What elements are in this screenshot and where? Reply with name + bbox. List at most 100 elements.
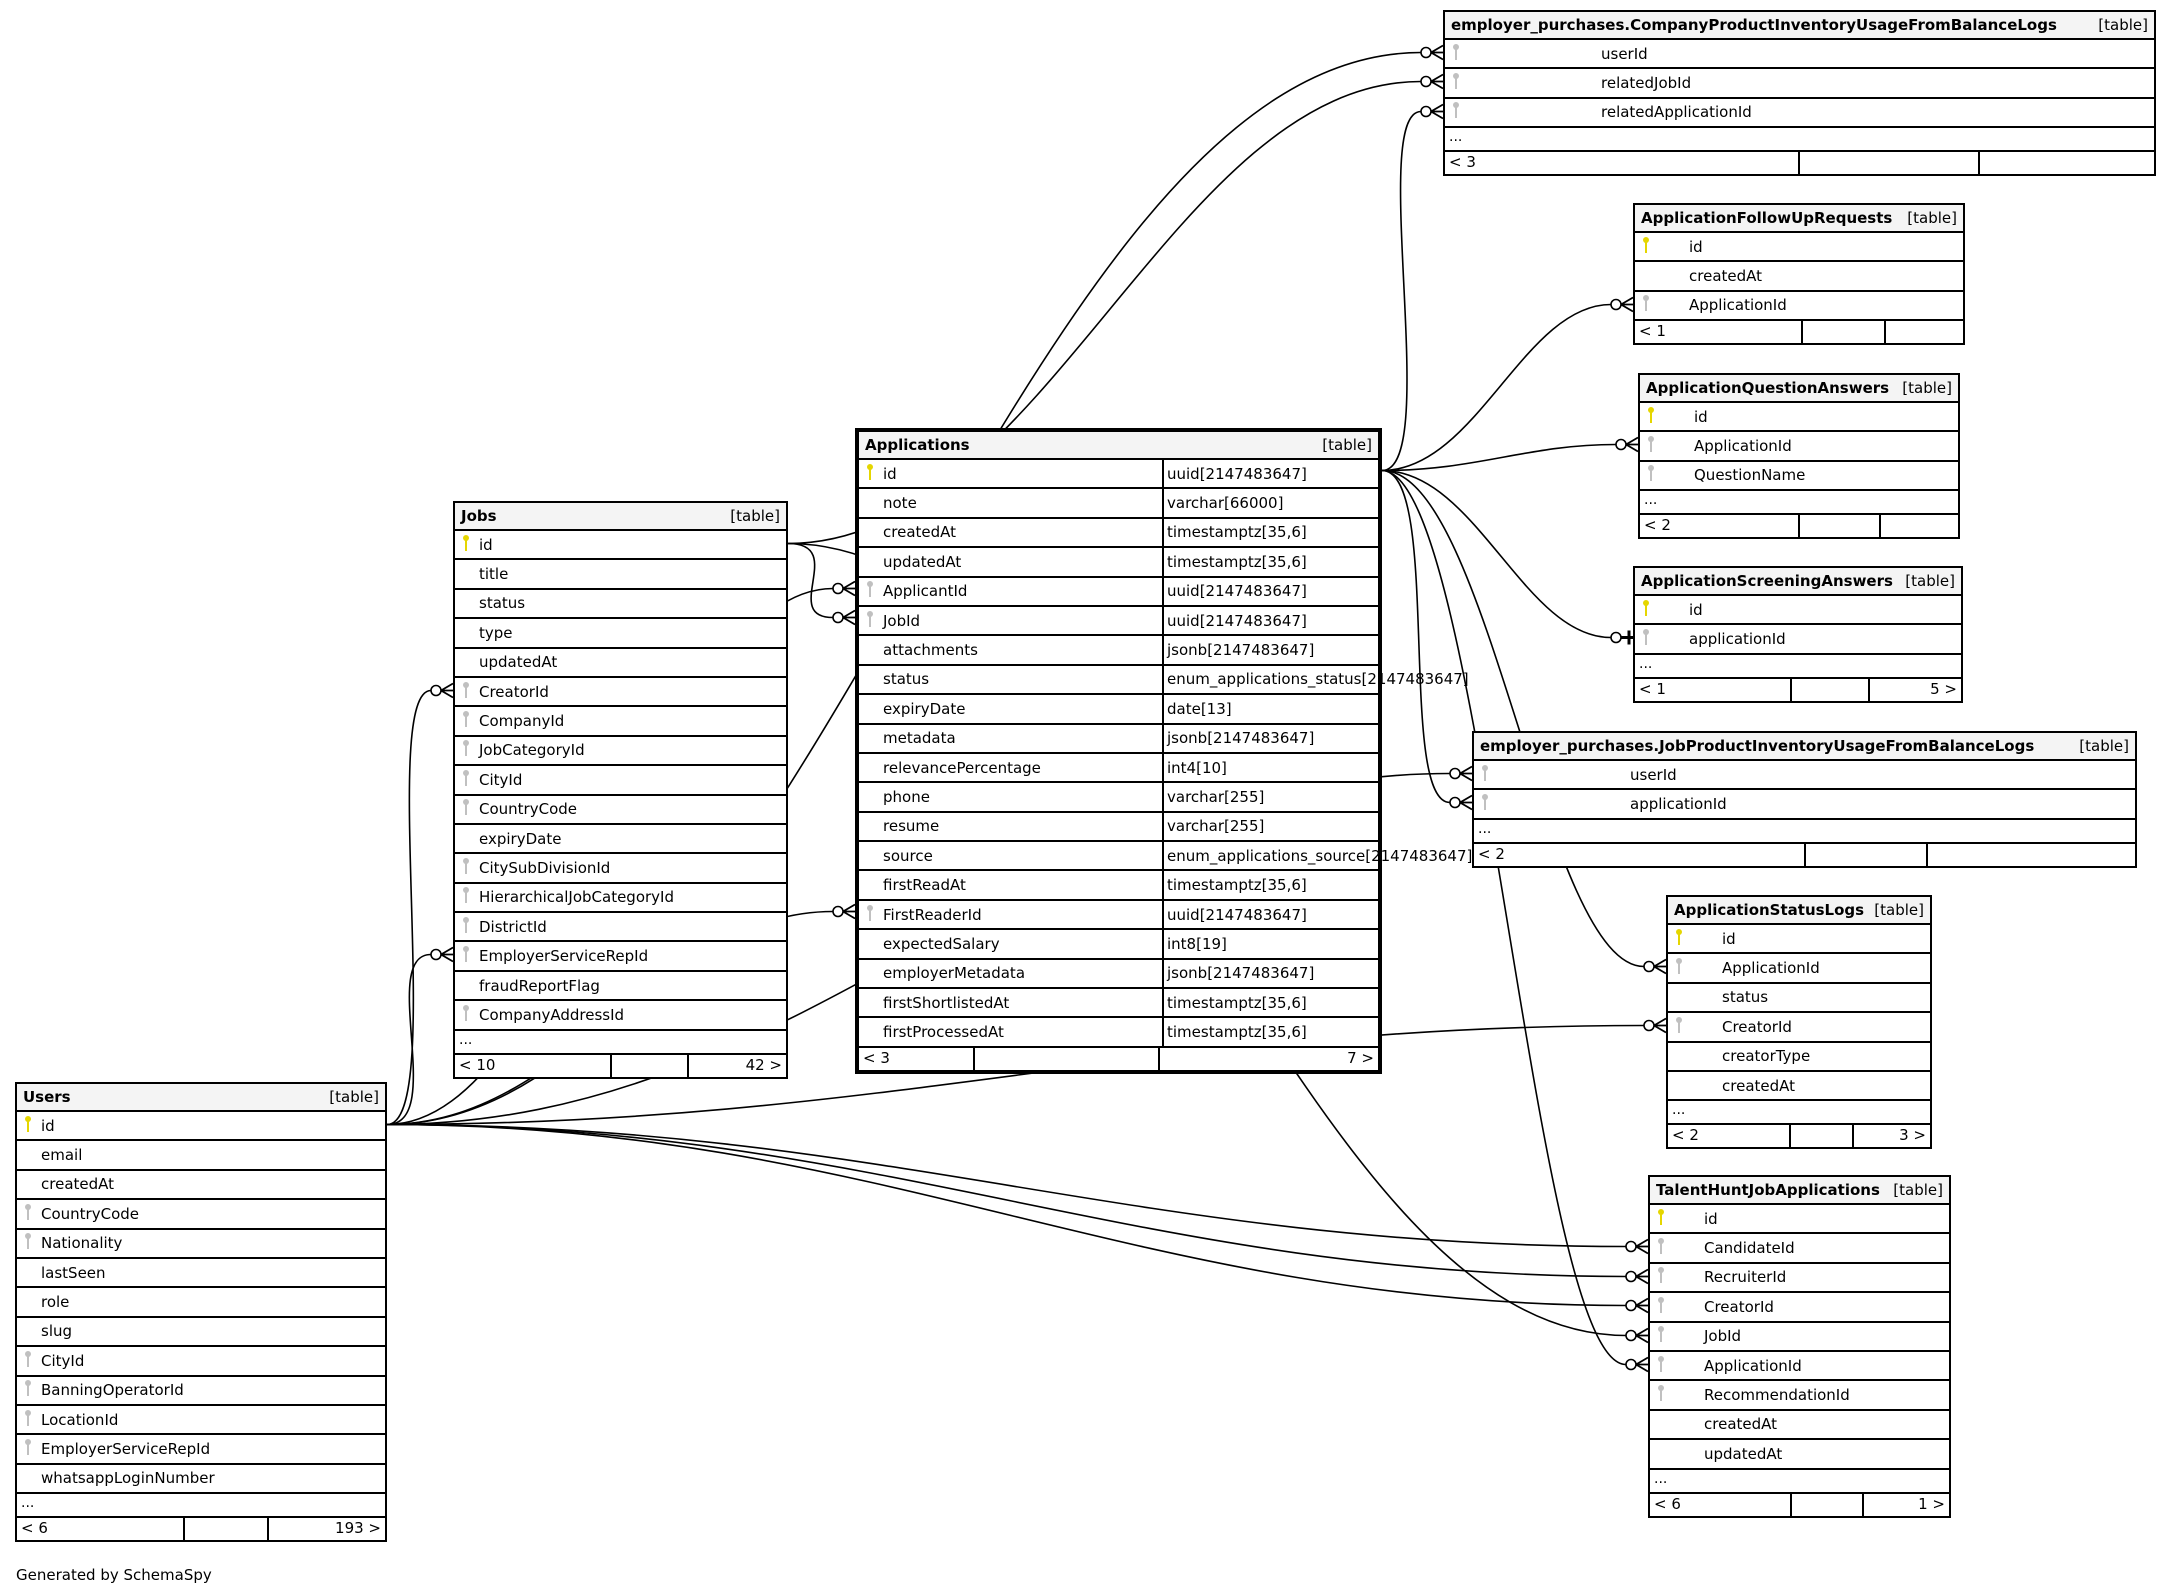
- column-row[interactable]: createdAt: [1635, 262, 1963, 292]
- table-header[interactable]: employer_purchases.CompanyProductInvento…: [1445, 12, 2154, 40]
- column-row[interactable]: CountryCode: [455, 796, 786, 825]
- column-row[interactable]: createdAt: [1650, 1411, 1949, 1441]
- column-row[interactable]: userId: [1445, 40, 2154, 70]
- children-count[interactable]: 42 >: [745, 1055, 782, 1074]
- table-header[interactable]: Users[table]: [17, 1084, 385, 1112]
- column-row[interactable]: CreatorId: [1668, 1013, 1930, 1043]
- children-count[interactable]: 7 >: [1347, 1048, 1374, 1067]
- parents-count[interactable]: < 1: [1635, 321, 1803, 344]
- table-header[interactable]: TalentHuntJobApplications[table]: [1650, 1177, 1949, 1205]
- column-row[interactable]: QuestionName: [1640, 462, 1958, 492]
- column-row[interactable]: relatedJobId: [1445, 69, 2154, 99]
- column-row[interactable]: id: [1668, 925, 1930, 955]
- column-row[interactable]: fraudReportFlag: [455, 972, 786, 1002]
- column-row[interactable]: EmployerServiceRepId: [455, 942, 786, 972]
- parents-count[interactable]: < 10: [455, 1054, 612, 1077]
- column-row[interactable]: CitySubDivisionId: [455, 854, 786, 884]
- table-header[interactable]: ApplicationScreeningAnswers[table]: [1635, 568, 1961, 596]
- column-row[interactable]: CityId: [455, 766, 786, 796]
- table-header[interactable]: ApplicationQuestionAnswers[table]: [1640, 375, 1958, 403]
- column-row[interactable]: status: [455, 590, 786, 620]
- column-row[interactable]: title: [455, 560, 786, 590]
- column-row[interactable]: applicationId: [1635, 625, 1961, 655]
- column-row[interactable]: id: [1650, 1205, 1949, 1235]
- column-row[interactable]: JobCategoryId: [455, 737, 786, 767]
- table-header[interactable]: ApplicationStatusLogs[table]: [1668, 897, 1930, 925]
- column-row[interactable]: relatedApplicationId: [1445, 99, 2154, 129]
- parents-count[interactable]: < 6: [1650, 1493, 1792, 1516]
- parents-count[interactable]: < 2: [1474, 843, 1806, 866]
- column-row[interactable]: ApplicationId: [1635, 292, 1963, 322]
- column-row[interactable]: updatedAt: [455, 649, 786, 678]
- column-row[interactable]: CreatorId: [1650, 1293, 1949, 1323]
- column-row[interactable]: lastSeen: [17, 1259, 385, 1289]
- column-row[interactable]: RecruiterId: [1650, 1264, 1949, 1294]
- column-row[interactable]: RecommendationId: [1650, 1381, 1949, 1411]
- children-count[interactable]: 3 >: [1899, 1126, 1926, 1145]
- children-count[interactable]: [1980, 152, 2154, 174]
- column-row[interactable]: JobId: [1650, 1323, 1949, 1352]
- column-row[interactable]: CityId: [17, 1347, 385, 1377]
- children-count[interactable]: [1928, 844, 2135, 866]
- children-count[interactable]: 5 >: [1930, 679, 1957, 698]
- column-row[interactable]: email: [17, 1141, 385, 1171]
- table-job-product-inventory-usage[interactable]: employer_purchases.JobProductInventoryUs…: [1472, 731, 2137, 868]
- column-row[interactable]: id: [1635, 596, 1961, 626]
- table-header[interactable]: ApplicationFollowUpRequests[table]: [1635, 205, 1963, 233]
- column-row[interactable]: LocationId: [17, 1406, 385, 1436]
- children-count[interactable]: [1886, 321, 1963, 343]
- table-header[interactable]: Applications[table]: [859, 432, 1378, 460]
- parents-count[interactable]: < 2: [1668, 1125, 1791, 1148]
- parents-count[interactable]: < 6: [17, 1518, 185, 1541]
- column-row[interactable]: createdAt: [1668, 1072, 1930, 1102]
- column-row[interactable]: createdAt: [17, 1171, 385, 1201]
- column-row[interactable]: whatsappLoginNumber: [17, 1465, 385, 1495]
- children-count[interactable]: 193 >: [335, 1519, 381, 1538]
- children-count[interactable]: [1881, 515, 1958, 537]
- column-row[interactable]: BanningOperatorId: [17, 1377, 385, 1406]
- table-company-product-inventory-usage[interactable]: employer_purchases.CompanyProductInvento…: [1443, 10, 2156, 177]
- parents-count[interactable]: < 3: [1445, 152, 1800, 175]
- column-row[interactable]: CreatorId: [455, 678, 786, 708]
- column-row[interactable]: role: [17, 1288, 385, 1318]
- column-row[interactable]: Nationality: [17, 1230, 385, 1259]
- parents-count[interactable]: < 2: [1640, 515, 1800, 538]
- column-row[interactable]: ApplicationId: [1640, 432, 1958, 462]
- column-row[interactable]: expiryDate: [455, 825, 786, 855]
- column-row[interactable]: HierarchicalJobCategoryId: [455, 884, 786, 914]
- column-row[interactable]: applicationId: [1474, 790, 2135, 820]
- column-row[interactable]: CompanyId: [455, 707, 786, 737]
- parents-count[interactable]: < 1: [1635, 678, 1792, 701]
- column-row[interactable]: ApplicationId: [1650, 1352, 1949, 1382]
- column-row[interactable]: ApplicationId: [1668, 954, 1930, 984]
- children-count[interactable]: 1 >: [1918, 1494, 1945, 1513]
- column-row[interactable]: slug: [17, 1318, 385, 1348]
- column-row[interactable]: DistrictId: [455, 913, 786, 943]
- column-row[interactable]: EmployerServiceRepId: [17, 1435, 385, 1465]
- parents-count[interactable]: < 3: [859, 1047, 975, 1070]
